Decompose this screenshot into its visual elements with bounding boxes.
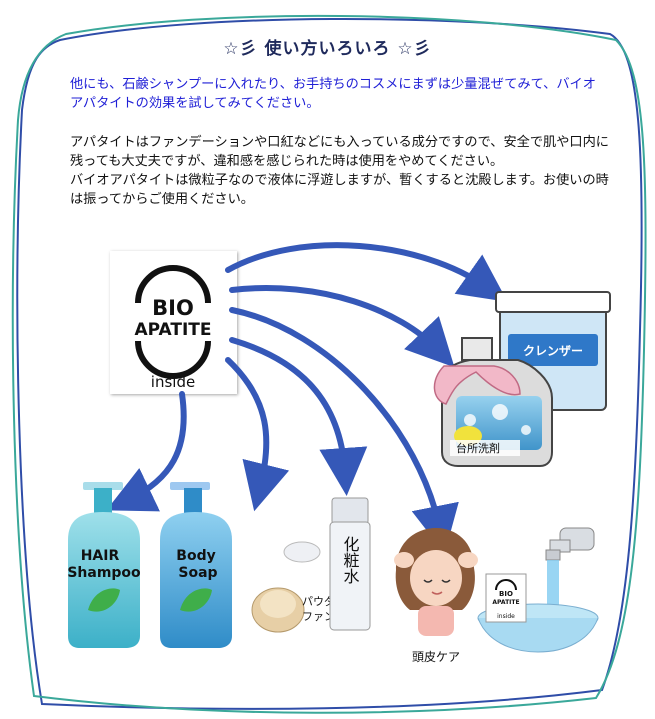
note-shake: バイオアパタイトは微粒子なので液体に浮遊しますが、暫くすると沈殿します。お使いの…: [70, 173, 609, 207]
small-logo-bio: BIO: [499, 590, 513, 598]
arrows: [106, 242, 508, 554]
small-logo-inside: inside: [497, 613, 515, 620]
usage-notes: アパタイトはファンデーションや口紅などにも入っている成分ですので、安全で肌や口内…: [70, 133, 610, 209]
detergent-label: 台所洗剤: [456, 441, 500, 455]
body-soap-illustration: Body Soap: [160, 482, 232, 648]
scalp-care-illustration: 頭皮ケア: [394, 528, 478, 664]
arrow-to-cleanser: [225, 242, 508, 302]
page-title: ☆彡 使い方いろいろ ☆彡: [223, 39, 432, 59]
bio-apatite-logo-graphic: BIO APATITE inside: [134, 265, 212, 391]
hair-shampoo-illustration: HAIR Shampoo: [67, 482, 141, 648]
arrow-to-scalp: [229, 307, 459, 554]
small-logo-apatite: APATITE: [492, 599, 519, 606]
arrow-to-shampoo: [106, 391, 187, 512]
body-soap-label-2: Soap: [178, 565, 217, 581]
logo-apatite: APATITE: [134, 320, 211, 340]
faucet-basin-illustration: BIO APATITE inside: [477, 527, 599, 653]
scalp-care-label: 頭皮ケア: [412, 650, 460, 664]
intro-text: 他にも、石鹸シャンプーに入れたり、お手持ちのコスメにまずは少量混ぜてみて、バイオ…: [70, 77, 596, 111]
note-safety: アパタイトはファンデーションや口紅などにも入っている成分ですので、安全で肌や口内…: [70, 135, 609, 169]
cleanser-label: クレンザー: [523, 344, 583, 358]
bio-apatite-logo: BIO APATITE inside: [110, 251, 237, 394]
logo-inside: inside: [151, 373, 195, 391]
toner-illustration: 化粧水: [329, 497, 371, 631]
arrow-to-toner: [229, 337, 368, 496]
arrow-to-powder: [225, 357, 290, 512]
shampoo-label-2: Shampoo: [67, 565, 141, 581]
logo-bio: BIO: [152, 296, 194, 320]
body-soap-label-1: Body: [176, 548, 215, 564]
toner-label: 化粧水: [341, 536, 360, 584]
detergent-illustration: 台所洗剤: [433, 337, 553, 467]
shampoo-label-1: HAIR: [81, 548, 120, 564]
arrow-to-detergent: [229, 285, 455, 368]
